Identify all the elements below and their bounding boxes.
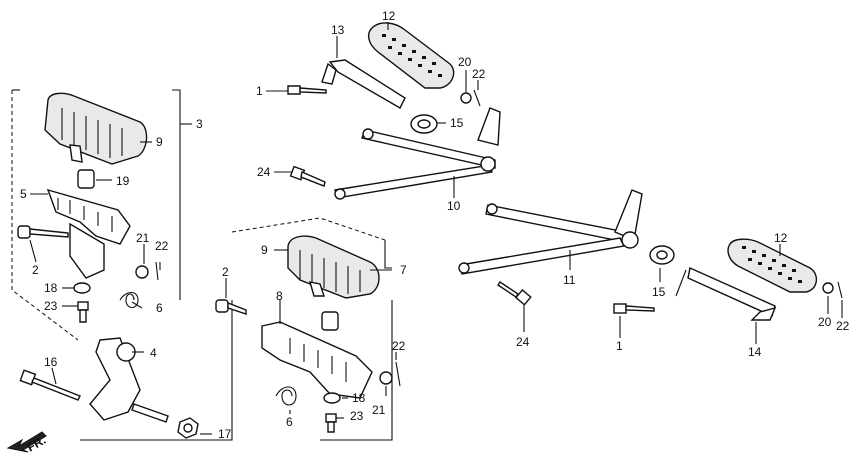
callout-6: 6 (286, 415, 293, 429)
callout-20: 20 (818, 315, 832, 329)
callout-22: 22 (392, 339, 406, 353)
callout-6: 6 (156, 301, 163, 315)
callout-23: 23 (350, 409, 364, 423)
callout-15: 15 (652, 285, 666, 299)
callout-24: 24 (516, 335, 530, 349)
callout-4: 4 (150, 346, 157, 360)
callout-18: 18 (352, 391, 366, 405)
rear-footpeg-assembly-lower (458, 189, 843, 321)
callout-21: 21 (136, 231, 150, 245)
rear-footpeg-assembly-upper (287, 22, 501, 200)
callout-15: 15 (450, 116, 464, 130)
callout-2: 2 (32, 263, 39, 277)
callout-21: 21 (372, 403, 386, 417)
callout-14: 14 (748, 345, 762, 359)
callout-22: 22 (155, 239, 169, 253)
callout-12: 12 (382, 9, 396, 23)
leader-lines (29, 22, 843, 435)
callout-3: 3 (196, 117, 203, 131)
callout-7: 7 (400, 263, 407, 277)
callout-22: 22 (836, 319, 850, 333)
callout-13: 13 (331, 23, 345, 37)
callout-1: 1 (616, 339, 623, 353)
callout-9: 9 (156, 135, 163, 149)
callout-19: 19 (116, 174, 130, 188)
callout-22: 22 (472, 67, 486, 81)
callout-8: 8 (276, 289, 283, 303)
callout-16: 16 (44, 355, 58, 369)
callout-9: 9 (261, 243, 268, 257)
callout-12: 12 (774, 231, 788, 245)
callout-2: 2 (222, 265, 229, 279)
callout-5: 5 (20, 187, 27, 201)
callout-23: 23 (44, 299, 58, 313)
callout-11: 11 (563, 273, 576, 287)
front-footpeg-assembly-middle (215, 217, 401, 441)
callout-10: 10 (447, 199, 461, 213)
callout-18: 18 (44, 281, 58, 295)
callout-1: 1 (256, 84, 263, 98)
callout-17: 17 (218, 427, 232, 441)
front-footpeg-assembly-left (6, 89, 233, 453)
callout-24: 24 (257, 165, 271, 179)
callout-20: 20 (458, 55, 472, 69)
